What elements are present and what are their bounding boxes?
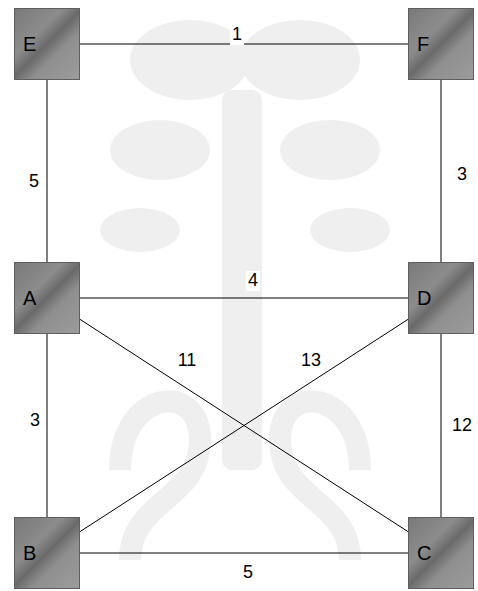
edge-weight: 13	[299, 351, 323, 371]
weighted-edge	[80, 319, 408, 531]
weighted-edge	[47, 334, 48, 517]
vertex-letter: E	[23, 34, 36, 54]
weighted-edge	[47, 80, 48, 262]
weighted-edge	[80, 553, 408, 554]
weighted-edge	[80, 298, 408, 299]
vertex-box: B	[14, 517, 80, 589]
edge-weight: 3	[28, 411, 42, 431]
edge-weight: 5	[27, 172, 41, 192]
vertex-letter: B	[23, 543, 36, 563]
vertex-box: C	[408, 517, 474, 589]
vertex-letter: A	[23, 288, 36, 308]
edge-weight: 12	[450, 416, 474, 436]
vertex-letter: F	[417, 34, 429, 54]
weighted-edge	[80, 44, 408, 45]
vertex-box: E	[14, 8, 80, 80]
vertex-letter: D	[417, 288, 431, 308]
vertex-box: A	[14, 262, 80, 334]
edge-weight: 1	[230, 25, 244, 45]
vertex-box: D	[408, 262, 474, 334]
vertex-letter: C	[417, 543, 431, 563]
edge-weight: 11	[176, 351, 199, 371]
edge-weight: 4	[246, 271, 260, 291]
edge-weight: 5	[241, 563, 255, 583]
edge-weight: 3	[455, 165, 469, 185]
vertex-box: F	[408, 8, 474, 80]
weighted-edge	[441, 80, 442, 262]
weighted-edge	[80, 319, 408, 531]
weighted-edge	[441, 334, 442, 517]
